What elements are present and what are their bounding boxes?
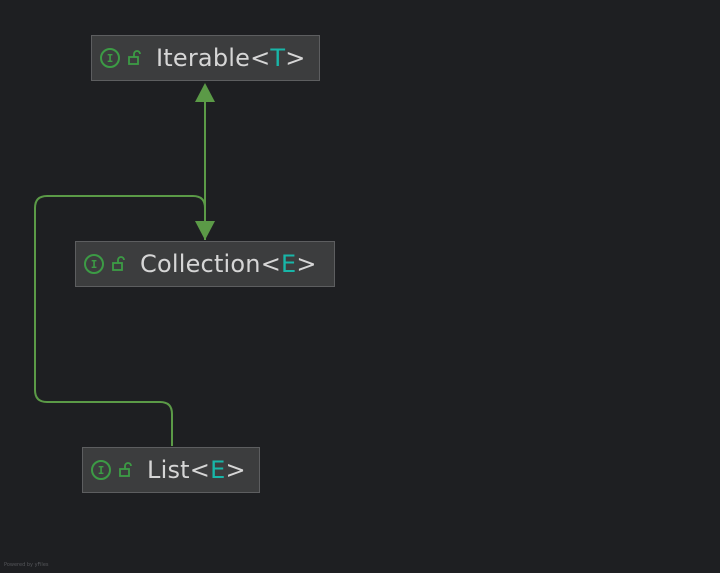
edge-list-to-collection [34, 195, 206, 446]
interface-icon: I [84, 254, 104, 274]
watermark: Powered by yFiles [4, 562, 49, 568]
node-collection[interactable]: I Collection<E> [75, 241, 335, 287]
arrowhead-collection [195, 221, 215, 240]
unlocked-icon [119, 462, 132, 477]
interface-icon: I [100, 48, 120, 68]
node-label: List<E> [147, 456, 246, 484]
type-parameter: T [270, 44, 286, 72]
node-label: Iterable<T> [156, 44, 306, 72]
arrowhead-iterable [195, 83, 215, 102]
node-label: Collection<E> [140, 250, 317, 278]
unlocked-icon [112, 256, 125, 271]
type-parameter: E [210, 456, 226, 484]
interface-icon: I [91, 460, 111, 480]
type-parameter: E [281, 250, 297, 278]
node-iterable[interactable]: I Iterable<T> [91, 35, 320, 81]
unlocked-icon [128, 50, 141, 65]
node-list[interactable]: I List<E> [82, 447, 260, 493]
